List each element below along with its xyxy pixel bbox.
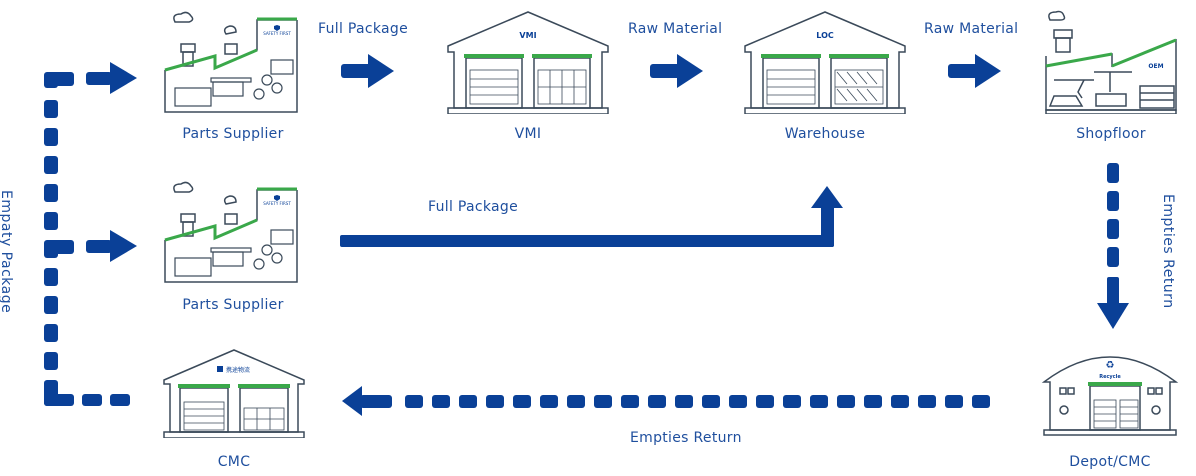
- oem-sign: OEM: [1148, 63, 1163, 70]
- flow-label-warehouse-to-shopfloor: Raw Material: [924, 21, 1019, 37]
- flow-label-supplier-to-vmi: Full Package: [318, 21, 409, 37]
- warehouse-label: Warehouse: [784, 126, 866, 142]
- cmc-sign: 携途物流: [226, 366, 250, 374]
- vmi-sign: VMI: [519, 31, 536, 40]
- warehouse-icon: 携途物流: [163, 349, 305, 438]
- parts-supplier-1-label: Parts Supplier: [182, 126, 284, 142]
- arrow-to-parts-supplier-2: [86, 230, 137, 262]
- arrow-supplier2-to-warehouse: [340, 186, 843, 247]
- warehouse-icon: LOC: [744, 11, 906, 114]
- arrow-shopfloor-to-depot: [1097, 163, 1129, 329]
- depot-cmc-label: Depot/CMC: [1069, 454, 1151, 470]
- parts-supplier-1-node[interactable]: SAFETY FIRST: [163, 10, 303, 114]
- badge-text: SAFETY FIRST: [263, 31, 291, 36]
- badge-text: SAFETY FIRST: [263, 201, 291, 206]
- depot-icon: ♻ Recycle: [1041, 356, 1179, 436]
- shopfloor-node[interactable]: OEM: [1044, 10, 1178, 114]
- vmi-node[interactable]: VMI: [446, 10, 610, 114]
- cmc-node[interactable]: 携途物流: [162, 348, 306, 438]
- cmc-label: CMC: [217, 454, 251, 470]
- flow-label-supplier2-to-warehouse: Full Package: [428, 199, 519, 215]
- flow-label-cmc-to-suppliers: Empaty Package: [0, 190, 14, 314]
- empty-package-dashed-path: [44, 72, 130, 406]
- arrow-to-parts-supplier-1: [86, 62, 137, 94]
- vmi-label: VMI: [514, 126, 542, 142]
- recycle-sign: Recycle: [1099, 374, 1121, 380]
- shopfloor-label: Shopfloor: [1076, 126, 1146, 142]
- flow-label-shopfloor-to-depot: Empties Return: [1160, 194, 1176, 309]
- warehouse-node[interactable]: LOC: [743, 10, 907, 114]
- arrow-depot-to-cmc: [342, 386, 990, 416]
- factory-icon: SAFETY FIRST: [164, 11, 298, 113]
- flow-label-depot-to-cmc: Empties Return: [630, 430, 742, 446]
- parts-supplier-2-label: Parts Supplier: [182, 297, 284, 313]
- depot-cmc-node[interactable]: ♻ Recycle: [1040, 342, 1180, 436]
- arrow-warehouse-to-shopfloor: [948, 54, 1001, 88]
- oem-factory-icon: OEM: [1045, 10, 1177, 114]
- recycle-icon: ♻: [1106, 360, 1115, 371]
- loc-sign: LOC: [816, 31, 834, 40]
- flow-label-vmi-to-warehouse: Raw Material: [628, 21, 723, 37]
- arrow-vmi-to-warehouse: [650, 54, 703, 88]
- warehouse-icon: VMI: [447, 11, 609, 114]
- factory-icon: SAFETY FIRST: [164, 181, 298, 283]
- arrow-supplier-to-vmi: [341, 54, 394, 88]
- parts-supplier-2-node[interactable]: SAFETY FIRST: [163, 180, 303, 284]
